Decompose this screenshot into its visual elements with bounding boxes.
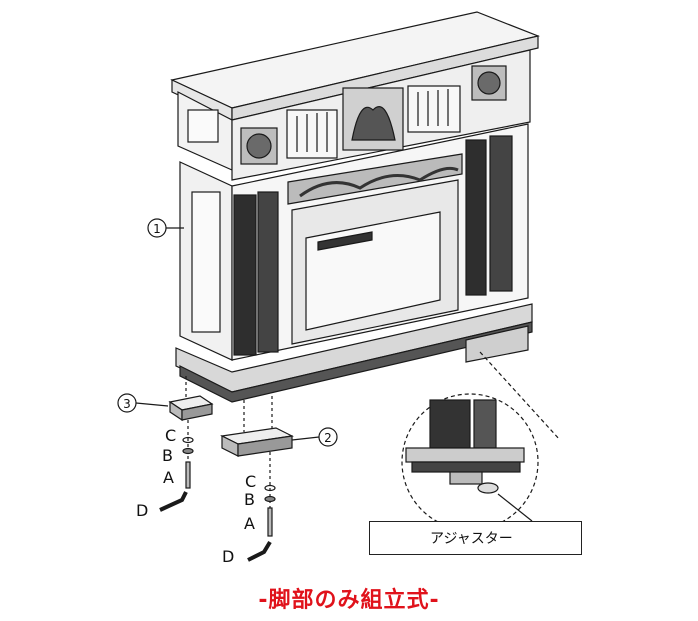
adjuster-label: アジャスター [430, 531, 513, 547]
mantel-top [170, 11, 541, 121]
adjuster-label-box: アジャスター [369, 521, 582, 555]
hardware-label-a-left: A [163, 468, 174, 487]
hardware-label-c-left: C [165, 426, 176, 445]
hardware-label-d-left: D [136, 501, 148, 520]
hardware-left [159, 436, 194, 512]
hardware-label-b-left: B [162, 446, 173, 465]
part-number-2: 2 [324, 431, 332, 445]
leg-block-left [168, 395, 214, 422]
part-number-3: 3 [123, 397, 131, 411]
hardware-label-b-right: B [244, 490, 255, 509]
hardware-label-a-right: A [244, 514, 255, 533]
hardware-right [247, 484, 276, 562]
part-callouts [117, 218, 338, 447]
hardware-label-c-right: C [245, 472, 256, 491]
adjuster-detail-view [401, 351, 561, 531]
frieze [177, 49, 531, 181]
part-number-1: 1 [153, 222, 161, 236]
assembly-caption: -脚部のみ組立式- [258, 588, 440, 613]
firebox-surround [179, 123, 529, 361]
hardware-label-d-right: D [222, 547, 234, 566]
leg-block-right [220, 427, 294, 457]
